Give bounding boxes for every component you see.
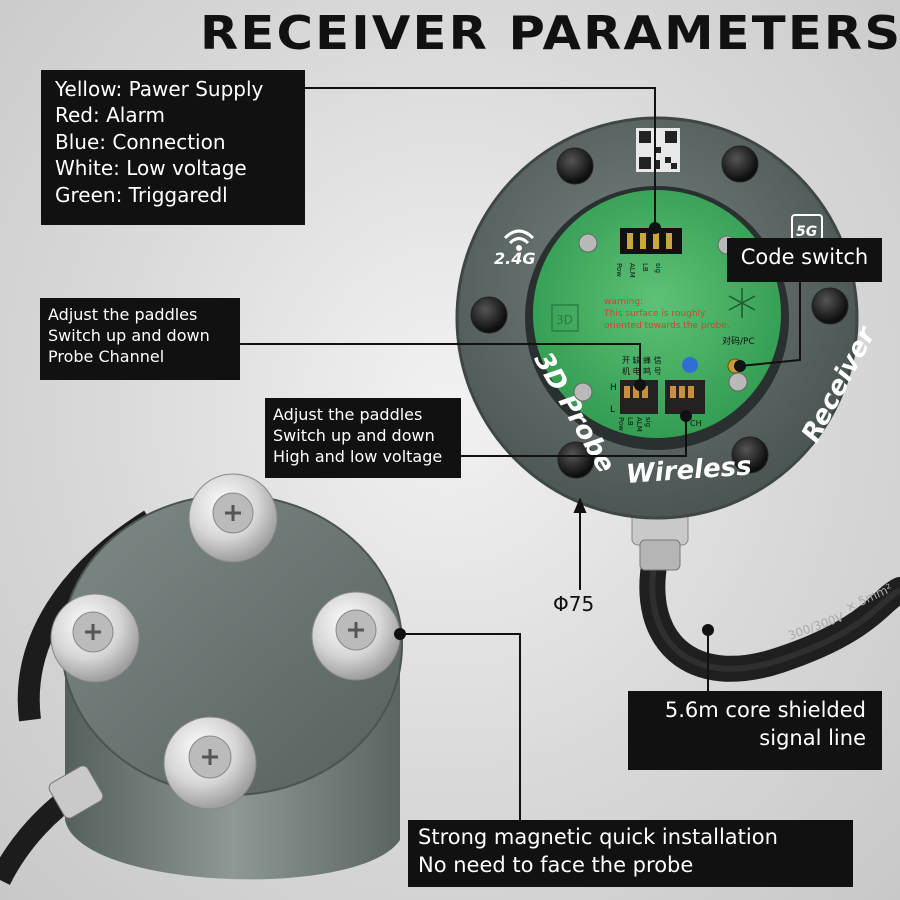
led-legend-white: White: Low voltage (55, 156, 247, 181)
snowflake-icon (728, 288, 756, 318)
wifi-icon (503, 229, 535, 251)
board-details (551, 228, 756, 414)
signal-line-callout: 5.6m core shielded signal line (628, 691, 882, 770)
receiver-cable: 300/300V × 5mm² (639, 547, 900, 682)
dip-top-label: sig (654, 263, 662, 273)
channel-paddle-line-2: Switch up and down (48, 326, 210, 346)
board-warning-3: oriented towards the probe. (604, 321, 730, 331)
magnet-line-2: No need to face the probe (418, 852, 694, 877)
magnet-line-1: Strong magnetic quick installation (418, 825, 778, 849)
magnetic-base (0, 494, 403, 886)
led-legend-box: Yellow: Pawer Supply Red: Alarm Blue: Co… (41, 70, 305, 225)
dip-top-label: Pow (615, 263, 623, 277)
voltage-paddle-line-1: Adjust the paddles (273, 405, 423, 424)
led-legend-red: Red: Alarm (55, 103, 165, 128)
channel-paddle-callout: Adjust the paddles Switch up and down Pr… (40, 298, 240, 380)
receiver-housing (455, 116, 859, 520)
bluetooth-icon (682, 357, 698, 373)
dip-left-label: ALM (635, 417, 643, 432)
voltage-paddle-line-2: Switch up and down (273, 426, 435, 446)
page-title: RECEIVER PARAMETERS (200, 6, 900, 60)
dip-top-label: LB (641, 263, 649, 272)
dip-left-label: LB (626, 417, 634, 426)
chinese-label-1: 开 缺 蜂 信 (622, 355, 662, 365)
voltage-paddle-line-3: High and low voltage (273, 447, 443, 467)
magnet-callout: Strong magnetic quick installation No ne… (408, 820, 853, 887)
code-switch-label: Code switch (740, 245, 869, 269)
board-screw (573, 382, 593, 402)
board-logo: 3D (556, 313, 573, 327)
dip-left-label: sig (644, 417, 652, 427)
dip-left-label: Pow (617, 417, 625, 431)
band-label: 5G (796, 224, 817, 240)
board-warning-1: warning: (604, 297, 643, 307)
switch-label-l: L (610, 405, 615, 415)
led-legend-yellow: Yellow: Pawer Supply (55, 77, 264, 101)
channel-paddle-line-3: Probe Channel (48, 347, 165, 367)
board-screw (578, 233, 598, 253)
signal-line-line-1: 5.6m core shielded (664, 698, 866, 722)
ch-label: CH (690, 419, 702, 428)
code-switch-callout: Code switch (727, 238, 882, 282)
frequency-label: 2.4G (494, 249, 535, 268)
chinese-label-2: 机 电 鸣 号 (622, 366, 662, 376)
leader-lines (240, 87, 801, 822)
circuit-board (533, 190, 781, 438)
housing-bolts (470, 145, 849, 479)
led-legend-blue: Blue: Connection (55, 129, 226, 154)
qr-code-icon (636, 128, 680, 172)
diameter-label: Φ75 (553, 592, 595, 616)
cable-gland-base (48, 765, 104, 819)
board-warning-2: This surface is roughly (603, 309, 706, 319)
pc-label: 对码/PC (722, 335, 755, 347)
signal-line-line-2: signal line (759, 725, 866, 750)
switch-label-h: H (610, 383, 617, 393)
channel-paddle-line-1: Adjust the paddles (48, 305, 198, 324)
voltage-paddle-callout: Adjust the paddles Switch up and down Hi… (265, 398, 461, 478)
magnet-mounts (50, 473, 401, 810)
led-legend-green: Green: Triggaredl (55, 182, 228, 207)
dip-top-label: ALM (628, 263, 636, 278)
board-screw (728, 372, 748, 392)
